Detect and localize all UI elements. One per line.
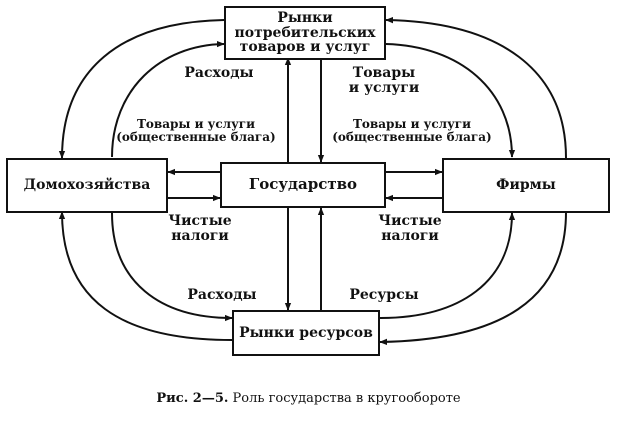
figure-caption: Рис. 2—5. Роль государства в кругооборот… — [0, 391, 617, 406]
households-box: Домохозяйства — [6, 158, 168, 213]
flow-label-spending-top: Расходы — [184, 65, 254, 81]
arrow-resources-to-firms-inner — [379, 212, 516, 319]
figure-title: Роль государства в кругообороте — [232, 391, 461, 406]
flow-label-public-goods-firms: Товары и услуги (общественные блага) — [332, 117, 492, 145]
arrow-households-to-market-inner — [111, 40, 225, 158]
consumer-market-line-3: товаров и услуг — [239, 39, 371, 56]
flow-label-net-taxes-households: Чистые налоги — [168, 213, 232, 245]
government-label: Государство — [248, 175, 358, 194]
flow-label-spending-bottom: Расходы — [187, 287, 257, 303]
flow-label-resources-bottom: Ресурсы — [349, 287, 419, 303]
arrow-firms-to-market-outer — [385, 16, 567, 159]
flow-label-net-taxes-firms: Чистые налоги — [378, 213, 442, 245]
arrow-market-to-households-outer — [58, 19, 225, 159]
resource-market-label: Рынки ресурсов — [239, 324, 373, 341]
flow-label-goods-services-top: Товары и услуги — [348, 65, 420, 97]
arrow-market-to-firms-inner — [385, 43, 516, 158]
resource-market-box: Рынки ресурсов — [232, 310, 380, 356]
households-label: Домохозяйства — [23, 177, 151, 194]
consumer-market-box: Рынки потребительских товаров и услуг — [224, 6, 386, 60]
flow-label-public-goods-households: Товары и услуги (общественные блага) — [116, 117, 276, 145]
arrow-households-to-resources-inner — [111, 212, 233, 322]
figure-number: Рис. 2—5. — [156, 391, 229, 406]
firms-label: Фирмы — [496, 177, 556, 194]
consumer-market-line-2: потребительских — [234, 24, 376, 41]
arrow-firms-to-resources-outer — [379, 211, 567, 346]
consumer-market-line-1: Рынки — [277, 9, 333, 26]
firms-box: Фирмы — [442, 158, 610, 213]
arrow-resources-to-households-outer — [58, 211, 233, 341]
government-box: Государство — [220, 162, 386, 208]
